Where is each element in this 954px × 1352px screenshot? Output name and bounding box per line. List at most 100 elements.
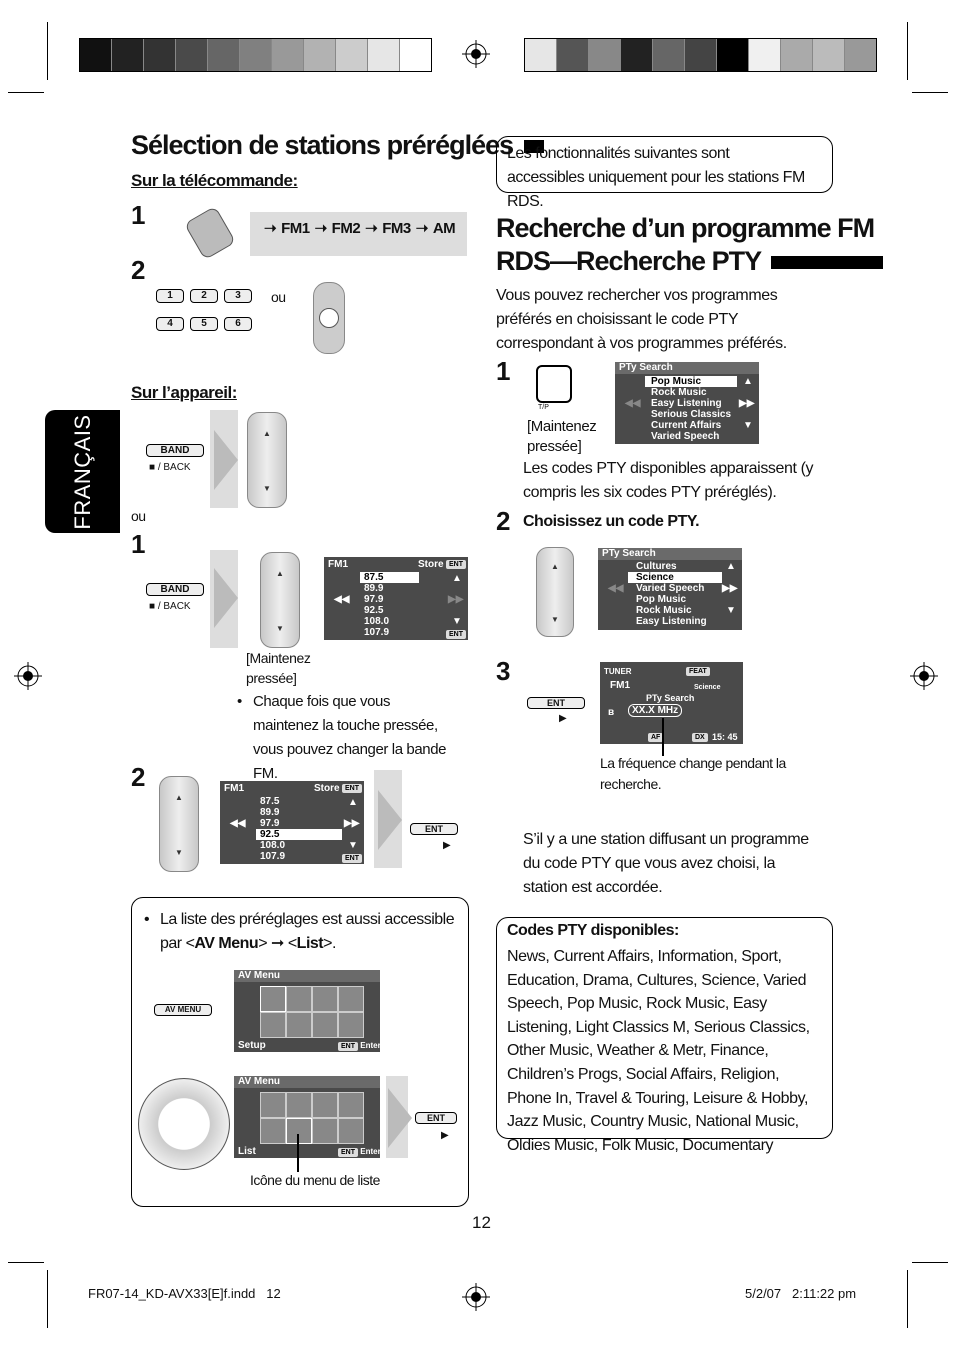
footer-file: FR07-14_KD-AVX33[E]f.indd 12 [88, 1286, 281, 1301]
screen-store: Store [314, 783, 340, 794]
step-number: 1 [131, 529, 146, 559]
callout-line [297, 1134, 299, 1172]
screen-pty-name: Science [694, 684, 721, 691]
number-key-5[interactable]: 5 [190, 317, 218, 331]
band-fm3: FM3 [382, 219, 411, 237]
section-title-preset: Sélection de stations préréglées [131, 130, 544, 161]
unit-heading: Sur l’appareil: [131, 383, 237, 402]
preset-freq: 87.5 [260, 796, 280, 807]
title-marker [523, 140, 544, 154]
pty-search-screen: PTy Search Cultures Science Varied Speec… [598, 548, 742, 630]
list-bullet: • La liste des préréglages est aussi acc… [144, 911, 455, 952]
or-label: ou [131, 508, 146, 524]
list-icon [286, 1118, 312, 1144]
band-button[interactable]: BAND [146, 583, 204, 596]
codes-heading: Codes PTY disponibles: [507, 922, 679, 939]
band-sequence-panel: ➝FM1 ➝FM2 ➝FM3 ➝AM [250, 212, 467, 256]
hold-pressed-label: [Maintenez pressée] [527, 418, 597, 455]
language-tab-label: FRANÇAIS [69, 413, 95, 530]
crop-mark [8, 92, 44, 93]
feat-badge: FEAT [686, 667, 710, 676]
pty-screen-title: PTy Search [598, 548, 742, 560]
number-keypad: 1 2 3 4 5 6 [156, 289, 256, 339]
preset-freq: 89.9 [364, 583, 384, 594]
forward-icon: ▶▶ [722, 583, 738, 594]
bluetooth-icon [312, 1118, 338, 1144]
up-arrow-icon: ▲ [452, 573, 462, 584]
back-label: ■ / BACK [149, 462, 191, 473]
hold-bullet: • Chaque fois que vous maintenez la touc… [237, 693, 447, 782]
registration-target-icon [14, 662, 42, 690]
band-back-remote-button[interactable] [183, 205, 237, 261]
equalizer-icon [286, 986, 312, 1012]
step1-text: Les codes PTY disponibles apparaissent (… [523, 460, 814, 501]
screen-ent-badge: ENT [446, 630, 466, 639]
forward-icon: ▶▶ [344, 818, 360, 829]
ent-button[interactable]: ENT [527, 697, 585, 709]
pty-item: Cultures [636, 561, 677, 572]
tp-button[interactable] [536, 365, 572, 403]
tools-icon [338, 1118, 364, 1144]
preset-freq: 89.9 [260, 807, 280, 818]
band-fm1: FM1 [281, 219, 310, 237]
screen-clock: 15: 45 [712, 732, 738, 742]
control-dial[interactable] [138, 1078, 230, 1170]
pty-item: Varied Speech [651, 431, 720, 442]
arrow-right-icon [378, 790, 402, 850]
av-menu-button[interactable]: AV MENU [154, 1004, 212, 1016]
color-bar-left [79, 38, 432, 72]
ent-button[interactable]: ENT [410, 823, 458, 835]
tools-icon [338, 1012, 364, 1038]
pty-item: Varied Speech [636, 583, 705, 594]
tuner-label: TUNER [604, 667, 632, 676]
pty-item: Pop Music [645, 376, 737, 387]
color-bar-right [524, 38, 877, 72]
preset-freq: 97.9 [364, 594, 384, 605]
ent-center-icon [319, 308, 339, 328]
equalizer-icon [286, 1092, 312, 1118]
pty-item: Pop Music [636, 594, 687, 605]
preset-freq: 87.5 [360, 572, 419, 583]
tuner-screen: TUNER FEAT FM1 Science PTy Search XX.X M… [600, 662, 743, 744]
menu-item-label: List [238, 1146, 256, 1157]
screen-pty-search: PTy Search [646, 693, 695, 703]
down-arrow-icon: ▼ [726, 605, 736, 616]
down-arrow-icon: ▼ [348, 840, 358, 851]
pty-codes-box: Codes PTY disponibles: News, Current Aff… [496, 917, 833, 1154]
remote-dpad[interactable] [313, 282, 345, 354]
number-key-2[interactable]: 2 [190, 289, 218, 303]
control-knob[interactable]: ▲▼ [260, 552, 300, 648]
registration-target-icon [910, 662, 938, 690]
preset-freq: 92.5 [256, 829, 342, 840]
language-tab: FRANÇAIS [45, 410, 120, 533]
band-fm2: FM2 [331, 219, 361, 237]
forward-icon: ▶▶ [448, 594, 464, 605]
result-text: S’il y a une station diffusant un progra… [523, 831, 809, 896]
bluetooth-icon: ʙ [608, 707, 615, 718]
number-key-4[interactable]: 4 [156, 317, 184, 331]
title-marker [771, 256, 884, 270]
list-icon-caption: Icône du menu de liste [250, 1172, 380, 1188]
crop-mark [907, 22, 908, 80]
control-knob[interactable]: ▲▼ [159, 776, 199, 872]
number-key-3[interactable]: 3 [224, 289, 252, 303]
dx-badge: DX [692, 733, 708, 742]
screen-band: FM1 [610, 680, 630, 691]
number-key-6[interactable]: 6 [224, 317, 252, 331]
crop-mark [907, 1270, 908, 1328]
footer-date: 5/2/07 2:11:22 pm [745, 1286, 857, 1301]
number-key-1[interactable]: 1 [156, 289, 184, 303]
band-button[interactable]: BAND [146, 444, 204, 457]
rewind-icon: ◀◀ [608, 583, 624, 594]
registration-target-icon [462, 1283, 490, 1311]
menu-item-label: Setup [238, 1040, 266, 1051]
ent-button[interactable]: ENT [415, 1112, 457, 1124]
control-knob[interactable]: ▲▼ [536, 547, 574, 637]
control-knob[interactable]: ▲▼ [247, 412, 287, 508]
freq-caption: La fréquence change pendant la recherche… [600, 755, 786, 792]
screen-band: FM1 [328, 559, 348, 570]
setup-icon [260, 1092, 286, 1118]
up-arrow-icon: ▲ [743, 376, 753, 387]
pty-item: Serious Classics [651, 409, 732, 420]
setup-icon [260, 986, 286, 1012]
